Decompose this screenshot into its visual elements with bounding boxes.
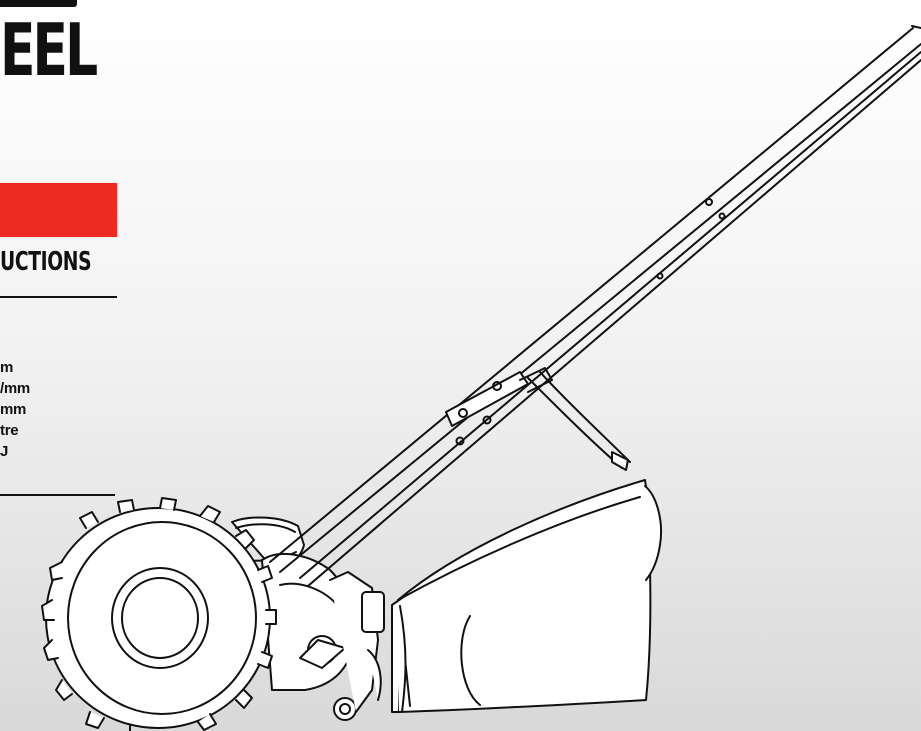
spec-item: m [0, 359, 14, 376]
spec-item: /mm [0, 380, 30, 397]
heading-divider [0, 296, 117, 298]
spec-item: mm [0, 401, 27, 418]
spec-item: J [0, 443, 9, 460]
spec-list: m /mm mm tre J [0, 357, 30, 462]
mower-handle [269, 25, 921, 587]
header-tab [0, 0, 77, 7]
spec-item: tre [0, 422, 19, 439]
accent-band [0, 183, 117, 237]
spec-divider [0, 494, 115, 496]
grass-catcher-bag [391, 479, 662, 713]
front-wheel [41, 497, 277, 731]
mower-frame [261, 552, 385, 721]
instructions-heading: UCTIONS [0, 247, 92, 277]
cover-title: EEL [0, 8, 98, 92]
bag-strap [527, 371, 631, 471]
